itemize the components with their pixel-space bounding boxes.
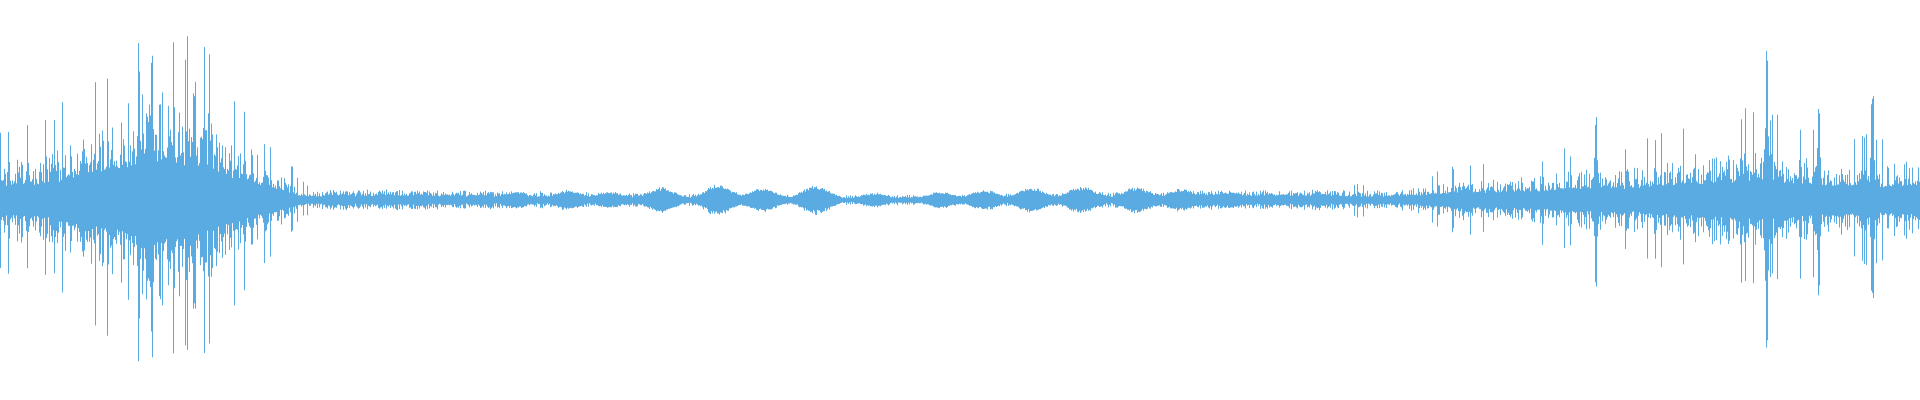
- waveform-bars: [0, 36, 1920, 362]
